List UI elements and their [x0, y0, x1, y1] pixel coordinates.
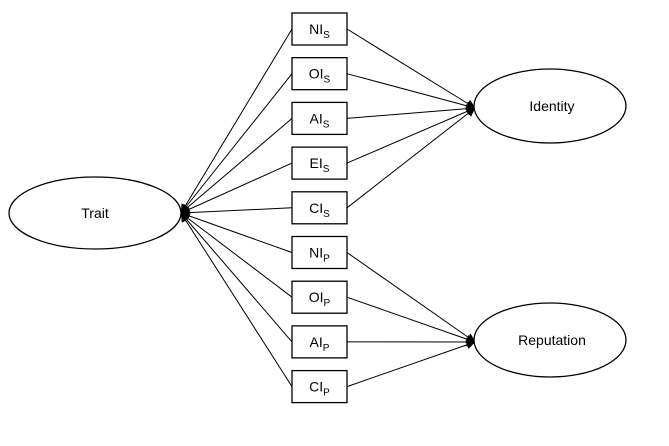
indicator-label: CIS	[309, 200, 330, 220]
indicator-label: AIS	[310, 110, 330, 130]
indicator-base: AI	[310, 110, 323, 126]
arrow-nis-to-trait	[180, 28, 293, 214]
indicator-subscript: S	[324, 75, 331, 86]
reputation-label: Reputation	[518, 332, 586, 348]
arrow-ois-to-identity	[346, 73, 476, 111]
indicator-box-eis: EIS	[291, 146, 348, 180]
indicator-base: EI	[310, 155, 323, 171]
arrow-nis-to-identity	[346, 28, 476, 109]
indicator-subscript: P	[323, 343, 330, 354]
indicator-label: CIP	[309, 379, 330, 399]
indicator-base: AI	[310, 334, 323, 350]
indicator-base: CI	[309, 379, 323, 395]
arrow-oip-to-reputation	[346, 296, 476, 344]
indicator-base: OI	[309, 66, 324, 82]
trait-node: Trait	[8, 176, 182, 250]
indicator-subscript: P	[323, 254, 330, 265]
identity-node: Identity	[473, 68, 627, 144]
trait-label: Trait	[81, 205, 109, 221]
reputation-node: Reputation	[473, 302, 627, 378]
arrow-aip-to-trait	[180, 212, 293, 343]
indicator-box-ois: OIS	[291, 57, 348, 91]
indicator-box-cip: CIP	[291, 369, 348, 404]
arrow-nip-to-reputation	[346, 252, 476, 343]
indicator-box-nip: NIP	[291, 235, 348, 270]
indicator-box-nis: NIS	[291, 12, 348, 46]
indicator-subscript: S	[323, 119, 330, 130]
edges	[180, 28, 476, 388]
indicator-box-oip: OIP	[291, 280, 348, 314]
indicator-label: NIP	[309, 245, 330, 265]
identity-label: Identity	[529, 98, 574, 114]
indicator-box-aip: AIP	[291, 325, 348, 359]
arrow-nip-to-trait	[180, 211, 293, 253]
indicator-subscript: S	[323, 164, 330, 175]
indicator-label: OIP	[309, 289, 331, 309]
arrow-cip-to-trait	[180, 212, 293, 387]
indicator-subscript: P	[324, 298, 331, 309]
indicator-base: CI	[309, 200, 323, 216]
arrow-eis-to-trait	[180, 162, 293, 214]
arrow-ois-to-trait	[180, 73, 293, 214]
indicator-box-ais: AIS	[291, 101, 348, 136]
indicator-subscript: P	[323, 388, 330, 399]
arrow-ais-to-identity	[346, 104, 476, 119]
arrow-ais-to-trait	[180, 118, 293, 214]
indicator-subscript: S	[323, 209, 330, 220]
arrow-cip-to-reputation	[346, 340, 476, 388]
indicator-base: NI	[309, 21, 323, 37]
indicator-base: OI	[309, 289, 324, 305]
indicator-label: NIS	[309, 21, 330, 41]
indicator-label: OIS	[309, 66, 331, 86]
arrow-cis-to-identity	[346, 107, 476, 209]
arrow-cis-to-trait	[180, 207, 293, 218]
indicator-label: EIS	[310, 155, 330, 175]
indicator-subscript: S	[323, 30, 330, 41]
arrow-eis-to-identity	[346, 107, 476, 164]
arrow-oip-to-trait	[180, 212, 293, 298]
indicator-base: NI	[309, 245, 323, 261]
indicator-box-cis: CIS	[291, 191, 348, 225]
indicator-label: AIP	[310, 334, 330, 354]
